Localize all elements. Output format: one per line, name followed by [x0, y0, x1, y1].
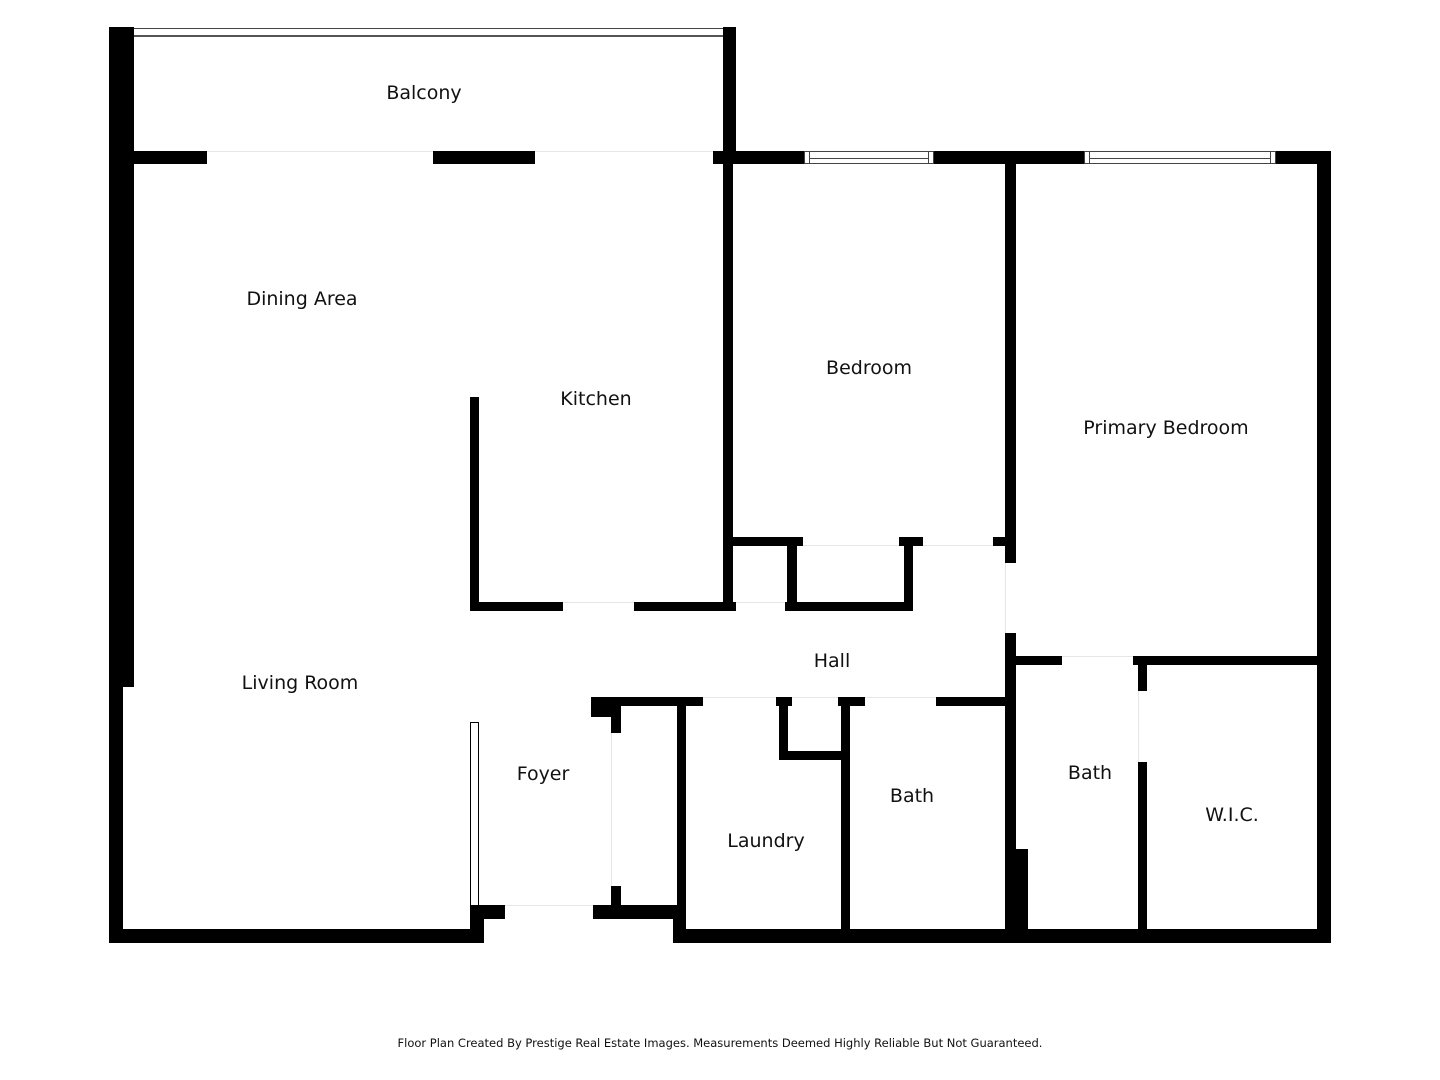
wall-segment — [838, 697, 865, 706]
wall-right-outer — [1317, 151, 1331, 943]
window-frame — [928, 151, 934, 164]
wall-hall-bottom — [936, 697, 1016, 706]
wall-bath-wic — [1138, 665, 1147, 691]
primary-bedroom-door — [1005, 563, 1006, 633]
room-label-foyer: Foyer — [516, 763, 570, 785]
balcony-railing — [134, 28, 724, 37]
wall-nook — [779, 697, 788, 760]
room-label-laundry: Laundry — [727, 830, 805, 852]
bedroom-door — [923, 545, 993, 546]
wall-closet-bottom — [785, 602, 913, 611]
wall-bath-pillar — [1016, 849, 1028, 943]
wall-hall-bottom — [591, 697, 703, 706]
window-frame — [1270, 151, 1276, 164]
wall-left-outer — [109, 27, 134, 687]
wall-primary-hall — [1005, 633, 1016, 943]
wall-foyer-right — [611, 697, 621, 733]
wic-door — [1138, 691, 1139, 762]
wall-closet-top — [733, 537, 803, 546]
room-label-hall: Hall — [813, 650, 851, 672]
bath-door — [1062, 656, 1133, 657]
wall-segment — [993, 537, 1016, 546]
room-label-living-room: Living Room — [241, 672, 359, 694]
window-bedroom — [810, 151, 928, 164]
sliding-door-1 — [207, 151, 433, 152]
sliding-door-2 — [535, 151, 713, 152]
wall-top-segment — [934, 151, 1084, 164]
wall-top-segment — [134, 151, 207, 164]
wall-foyer-right — [611, 886, 621, 906]
wall-laundry-bath — [841, 697, 850, 943]
window-frame — [804, 151, 810, 164]
wall-nook-bottom — [779, 751, 844, 760]
window-primary-bedroom — [1090, 151, 1270, 164]
wall-entry-left — [470, 905, 505, 919]
wall-balcony-right — [723, 27, 736, 164]
closet-door — [803, 545, 899, 546]
wall-closet — [904, 537, 913, 611]
wall-left-lower — [109, 684, 123, 943]
wall-entry-right — [593, 905, 686, 919]
footer-disclaimer: Floor Plan Created By Prestige Real Esta… — [397, 1036, 1043, 1050]
room-label-primary-bedroom: Primary Bedroom — [1083, 417, 1249, 439]
kitchen-opening — [563, 602, 634, 603]
wall-top-segment — [433, 151, 535, 164]
entry-door — [505, 905, 593, 906]
hall-opening — [736, 602, 785, 603]
wall-bath-wic — [1138, 762, 1147, 943]
room-label-bath-hall: Bath — [889, 785, 935, 807]
wall-kitchen-bottom — [634, 602, 736, 611]
nook-opening — [792, 697, 838, 698]
glass-partition — [470, 722, 479, 906]
wall-bath-top — [1016, 656, 1062, 665]
wall-wic-top — [1133, 656, 1317, 665]
room-label-dining-area: Dining Area — [246, 288, 358, 310]
wall-kitchen-left — [470, 397, 479, 611]
wall-top-segment — [713, 151, 736, 164]
bath-hall-door — [865, 697, 936, 698]
room-label-wic: W.I.C. — [1205, 804, 1259, 826]
room-label-balcony: Balcony — [386, 82, 462, 104]
wall-closet — [787, 537, 797, 611]
wall-bedroom-primary — [1005, 164, 1016, 563]
wall-bottom-living — [109, 929, 484, 943]
room-label-bedroom: Bedroom — [826, 357, 912, 379]
wall-kitchen-bedroom — [723, 164, 733, 611]
wall-top-segment — [736, 151, 804, 164]
window-frame — [1084, 151, 1090, 164]
room-label-kitchen: Kitchen — [560, 388, 632, 410]
foyer-closet-door — [611, 733, 612, 886]
wall-kitchen-bottom — [470, 602, 563, 611]
wall-bottom-right — [673, 929, 1331, 943]
laundry-door — [703, 697, 776, 698]
room-label-bath-primary: Bath — [1067, 762, 1113, 784]
wall-laundry-left — [677, 697, 686, 943]
